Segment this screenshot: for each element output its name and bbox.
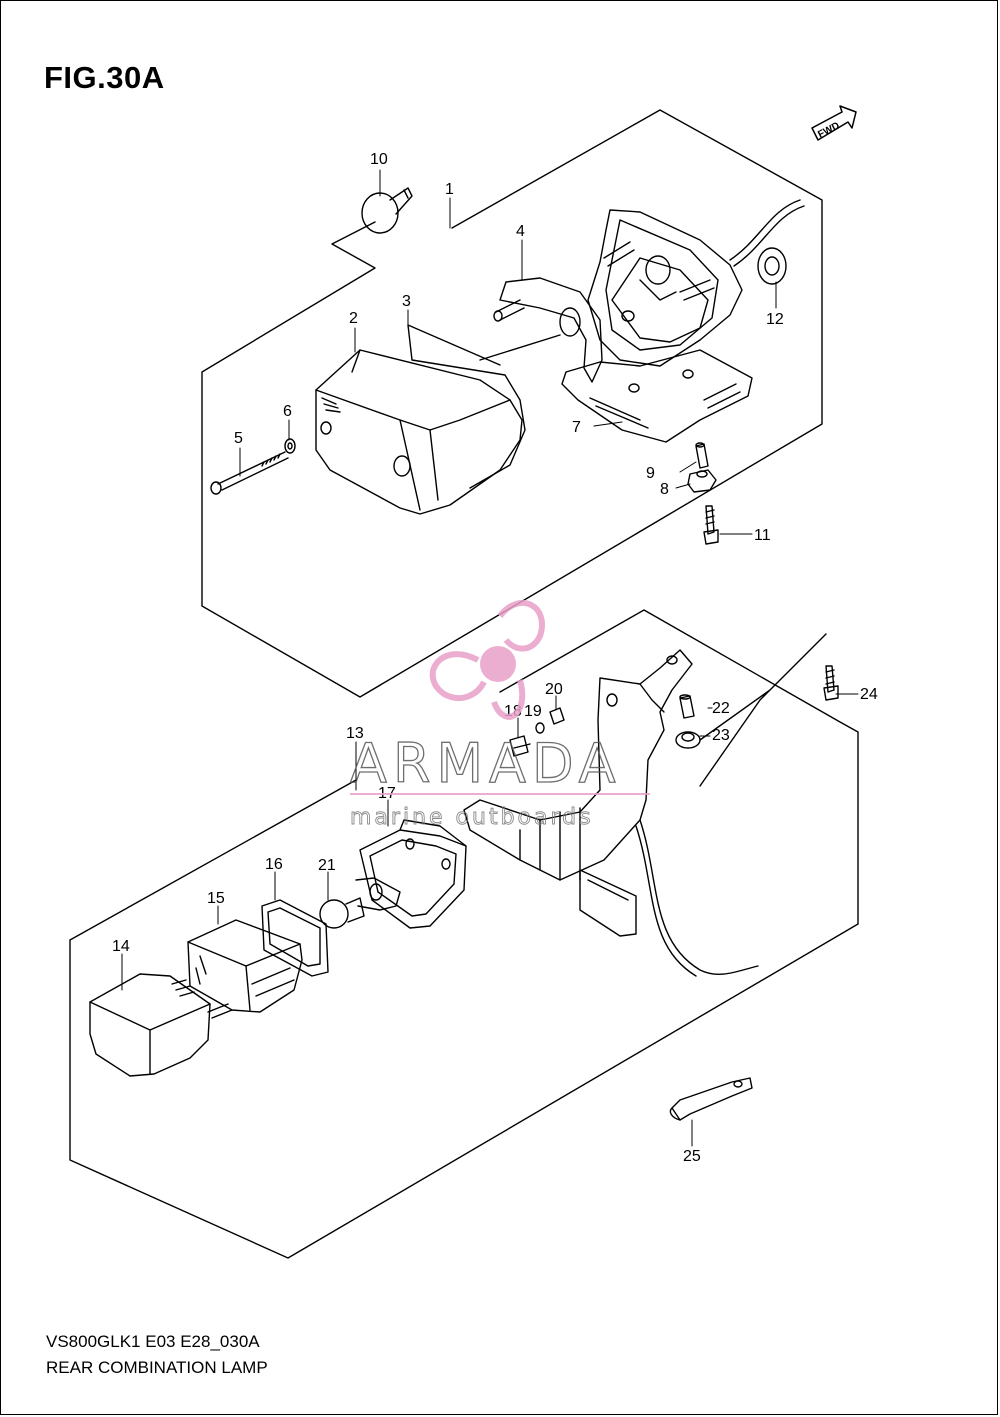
callout-21: 21 xyxy=(318,857,336,874)
callout-23: 23 xyxy=(712,727,730,744)
screw-5-icon xyxy=(210,451,289,495)
bolt-24-icon xyxy=(823,665,839,701)
callout-14: 14 xyxy=(112,938,130,955)
license-bracket-icon xyxy=(463,649,759,977)
mounting-plate-7-icon xyxy=(561,349,753,443)
nut-20-icon xyxy=(549,707,565,725)
callout-15: 15 xyxy=(207,890,225,907)
gasket-3-icon xyxy=(407,324,526,489)
callout-5: 5 xyxy=(234,430,243,447)
bulb-21-icon xyxy=(319,877,401,929)
bracket-4-icon xyxy=(479,277,603,383)
bolt-18-icon xyxy=(509,735,531,757)
leader-24-23 xyxy=(699,633,827,787)
upper-group-boundary xyxy=(201,109,823,698)
nut-8-icon xyxy=(687,469,717,493)
callout-13: 13 xyxy=(346,725,364,742)
lamp-housing-icon xyxy=(587,199,805,367)
callout-6: 6 xyxy=(283,403,292,420)
model-code: VS800GLK1 E03 E28_030A xyxy=(46,1332,260,1351)
armada-watermark: ARMADA marine outboards xyxy=(349,600,650,830)
spacer-22-icon xyxy=(679,694,695,719)
grommet-12-icon xyxy=(757,247,787,285)
callout-9: 9 xyxy=(646,465,655,482)
callout-8: 8 xyxy=(660,481,669,498)
callout-19: 19 xyxy=(524,703,542,720)
grommet-23-icon xyxy=(675,731,701,749)
callout-10: 10 xyxy=(370,151,388,168)
diagram-caption: REAR COMBINATION LAMP xyxy=(46,1358,268,1377)
bulb-10-icon xyxy=(361,187,413,234)
callout-leaders xyxy=(121,169,859,1147)
callout-2: 2 xyxy=(349,310,358,327)
callout-7: 7 xyxy=(572,419,581,436)
housing-15-icon xyxy=(187,919,303,1013)
figure-title: FIG.30A xyxy=(44,60,165,95)
washer-6-icon xyxy=(284,438,296,454)
lens-14-icon xyxy=(89,973,233,1077)
tail-lens-2-icon xyxy=(315,349,523,515)
fwd-arrow-icon xyxy=(811,105,857,141)
watermark-brand: ARMADA xyxy=(350,732,622,795)
callout-25: 25 xyxy=(683,1148,701,1165)
watermark-tagline: marine outboards xyxy=(350,805,594,830)
lower-group-boundary xyxy=(69,609,859,1259)
bolt-11-icon xyxy=(703,505,719,545)
callout-4: 4 xyxy=(516,223,525,240)
callout-24: 24 xyxy=(860,686,878,703)
callout-16: 16 xyxy=(265,856,283,873)
callout-1: 1 xyxy=(445,181,454,198)
callout-22: 22 xyxy=(712,700,730,717)
washer-19-icon xyxy=(535,722,545,734)
callout-11: 11 xyxy=(754,527,771,544)
propeller-logo xyxy=(429,600,545,720)
callout-12: 12 xyxy=(766,311,784,328)
clamp-25-icon xyxy=(669,1077,753,1121)
callout-20: 20 xyxy=(545,681,563,698)
holder-17-icon xyxy=(359,819,467,929)
spacer-9-icon xyxy=(695,442,709,469)
gasket-16-icon xyxy=(261,899,329,977)
callout-3: 3 xyxy=(402,293,411,310)
